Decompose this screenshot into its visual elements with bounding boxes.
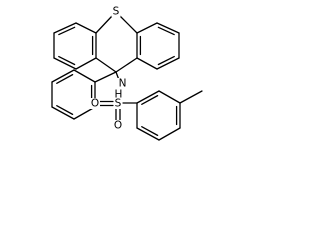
svg-text:N: N	[119, 78, 127, 90]
phenyl-ring-bond	[51, 106, 75, 120]
carbon-phenyl-bond	[94, 71, 117, 83]
left-benzo-ring-double-bond-line	[58, 55, 76, 66]
atom-label-layer: S N H S O O	[90, 6, 128, 132]
tolyl-ring-bond	[136, 90, 160, 104]
thioether-sulfur-atom: S	[111, 6, 121, 18]
svg-text:H: H	[115, 89, 123, 101]
sulfonyl-oxygen-atom-bottom: O	[113, 120, 123, 132]
nitrogen-hydrogen-atom: H	[114, 89, 123, 101]
right-benzo-ring-bond	[136, 22, 158, 34]
central-carbon-bond-right	[115, 57, 138, 73]
amide-nitrogen-atom: N	[117, 78, 128, 90]
svg-text:O: O	[114, 120, 122, 132]
thioether-bond-left	[95, 15, 113, 34]
central-carbon-bond-left	[95, 57, 117, 73]
right-benzo-ring-bond	[156, 22, 180, 34]
svg-text:O: O	[91, 98, 99, 110]
left-benzo-ring-bond	[53, 57, 77, 70]
tolyl-ring-double-bond-line	[141, 126, 159, 137]
tolyl-ring-bond	[136, 127, 160, 141]
chemical-structure-drawing: S N H S O O	[51, 6, 203, 141]
left-benzo-ring-bond	[53, 22, 77, 34]
svg-text:S: S	[113, 6, 120, 18]
phenyl-ring-bond	[73, 69, 96, 83]
right-benzo-ring-bond	[136, 57, 158, 70]
phenyl-ring-double-bond-line	[56, 73, 74, 84]
phenyl-ring-double-bond-line	[56, 105, 74, 116]
left-benzo-ring-bond	[75, 22, 97, 34]
right-benzo-ring-bond	[156, 57, 180, 70]
left-benzo-ring-bond	[75, 57, 97, 70]
sulfonyl-sulfur-atom: S	[113, 98, 123, 110]
right-benzo-ring-double-bond-line	[157, 55, 175, 66]
tolyl-ring-bond	[158, 127, 181, 141]
tolyl-ring-bond	[158, 90, 181, 104]
left-benzo-ring-double-bond-line	[58, 26, 76, 36]
thioether-bond-right	[119, 15, 138, 34]
svg-text:S: S	[115, 98, 122, 110]
sulfonyl-oxygen-atom-left: O	[90, 98, 100, 110]
methyl-bond	[179, 90, 203, 104]
tolyl-ring-double-bond-line	[141, 94, 159, 105]
phenyl-ring-bond	[51, 69, 75, 83]
right-benzo-ring-double-bond-line	[157, 26, 175, 36]
